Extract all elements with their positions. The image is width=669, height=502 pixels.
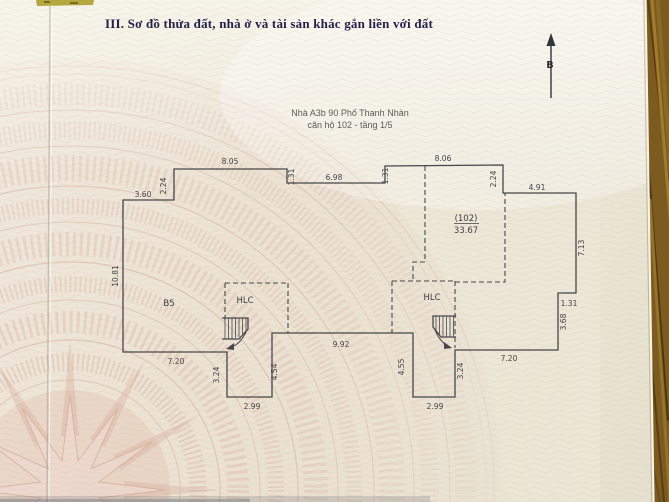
dim-label-recess-step-height: 1.31	[381, 167, 390, 184]
staircase-right	[432, 315, 456, 349]
dim-label-left-stair-depth: 3.24	[212, 366, 221, 383]
dim-label-b5-step-width: 3.60	[135, 190, 152, 199]
table-edge	[643, 0, 669, 502]
dim-label-middle-bottom-width: 9.92	[333, 340, 350, 349]
dim-label-b5-top-width: 8.05	[222, 157, 239, 166]
paper-edge-highlight	[644, 0, 655, 502]
top-edge-object	[36, 0, 94, 6]
staircase-left	[222, 317, 249, 350]
dim-label-b5-left-step-height: 2.24	[159, 177, 168, 194]
dim-label-b5-step-height: 1.31	[287, 168, 296, 185]
building-outline	[122, 164, 577, 398]
dim-label-right-wing-width: 4.91	[529, 183, 546, 192]
north-label: B	[546, 60, 553, 71]
dim-label-b5-bottom-width: 7.20	[168, 357, 185, 366]
room-label-hlc-left: HLC	[236, 296, 253, 306]
room-label-hlc-right: HLC	[423, 293, 440, 303]
plan-header: Nhà A3b 90 Phố Thanh Nhàn căn hộ 102 - t…	[240, 108, 460, 131]
dim-label-right-stair-height: 4.55	[397, 358, 406, 375]
dim-label-unit102-step-height: 2.24	[489, 170, 498, 187]
photo-edge-shadow	[0, 496, 430, 502]
building-name: Nhà A3b 90 Phố Thanh Nhàn	[291, 108, 409, 118]
dim-label-right-bottom-width: 7.20	[501, 354, 518, 363]
dim-label-b5-left-height: 10.81	[111, 265, 120, 287]
paper-edge-shadow	[643, 0, 653, 502]
dim-label-right-notch-height: 3.68	[559, 313, 568, 330]
north-arrow-head-icon	[546, 33, 556, 46]
interior-partitions	[224, 166, 506, 348]
dim-label-right-notch-width: 1.31	[561, 299, 578, 308]
dim-label-right-stair-width: 2.99	[427, 402, 444, 411]
dim-label-right-stair-depth: 3.24	[456, 362, 465, 379]
dim-label-left-stair-height: 4.54	[270, 363, 279, 380]
unit-area-label: 33.67	[454, 226, 478, 236]
room-label-b5: B5	[163, 299, 174, 309]
dim-label-recess-width: 6.98	[326, 173, 343, 182]
north-arrow: B	[546, 33, 556, 98]
dim-label-right-wing-height: 7.13	[577, 239, 586, 256]
dim-label-left-stair-width: 2.99	[244, 402, 261, 411]
section-title: III. Sơ đồ thửa đất, nhà ở và tài sản kh…	[105, 16, 433, 31]
dimension-labels: 8.05 1.31 6.98 1.31 8.06 2.24 4.91 7.13 1.31 3.68…	[111, 154, 586, 411]
floor-plan: 8.05 1.31 6.98 1.31 8.06 2.24 4.91 7.13 1.31 3.68…	[111, 154, 586, 411]
page-crease	[46, 5, 53, 502]
unit-number-label: (102)	[455, 214, 478, 224]
apartment-info: căn hộ 102 - tầng 1/5	[307, 119, 393, 130]
dim-label-unit102-top-width: 8.06	[435, 154, 452, 163]
